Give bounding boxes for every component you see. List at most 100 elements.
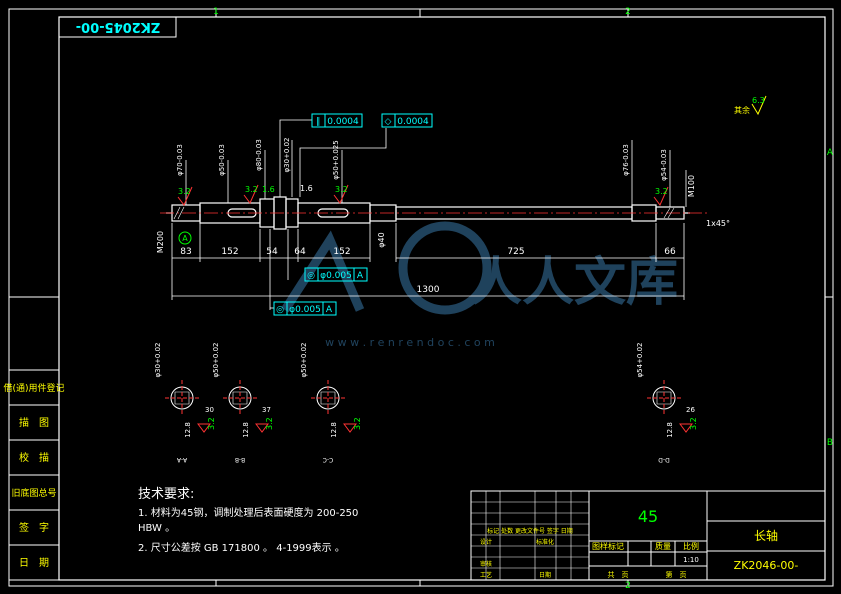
zone-2-label: 2 [625,7,631,17]
designer-label: 设计 [480,538,492,546]
ra-1: 3.2 [178,187,191,196]
left-registration-block: 借(通)用件登记 描 图 校 描 旧底图总号 签 字 日 期 [3,369,65,581]
ra-4: 3.2 [335,185,348,194]
revision-header: 标记 处数 更改文件号 签字 日期 [487,527,573,535]
watermark-url: w w w . r e n r e n d o c . c o m [325,336,495,349]
section-3-label: C-C [323,456,334,463]
drawing-number: ZK2046-00- [734,559,799,572]
date-label: 日期 [539,571,551,579]
tolerance-symbol-3: ◎ [307,271,315,281]
tolerance-symbol-2: ◇ [385,117,392,127]
datum-a-circle [178,231,192,245]
dia-40: φ40 [377,232,386,247]
roughness-marks [177,184,669,206]
tolerance-value-3: φ0.005 [320,271,352,281]
dim-66: 66 [664,247,676,257]
section-2-label: B-B [235,456,245,463]
left-thread: M200 [156,231,165,253]
section-view-2: φ50+0.02 37 12.8 3.2 B-B [212,343,274,463]
tolerance-symbol-4: ◎ [276,305,284,315]
dia-label-4: φ30+0.02 [283,138,291,173]
dim-1300: 1300 [417,285,440,295]
small-16: 1.6 [300,184,313,193]
inner-frame [58,16,826,581]
roughness-corner-value: 6.3 [752,96,765,105]
tolerance-datum-4: A [326,305,333,315]
left-block-label-1: 借(通)用件登记 [3,382,64,394]
section-3-dia: φ50+0.02 [300,343,308,378]
corner-roughness: 其余 6.3 [734,95,767,116]
watermark-text: 人人文库 [470,253,678,313]
dia-label-7: φ54-0.03 [660,149,668,181]
dia-label-5: φ50+0.025 [332,140,340,179]
zone-2-bottom-label: 2 [625,581,631,591]
roughness-prefix: 其余 [734,105,750,115]
sheet-total: 共 页 [608,570,629,579]
watermark: 人人文库 w w w . r e n r e n d o c . c o m [281,221,678,349]
section-1-width: 30 [205,406,214,414]
chamfer: 1x45° [706,219,730,228]
section-4-depth: 12.8 [666,422,674,438]
left-block-label-6: 日 期 [19,557,49,569]
tech-title: 技术要求: [138,487,194,502]
right-thread: M100 [687,175,696,197]
section-3-depth: 12.8 [330,422,338,438]
end-hatch [173,206,675,220]
section-3-ra: 3.2 [353,417,362,430]
tolerance-frame-1: ∥ 0.0004 [311,113,363,128]
tolerance-symbol-1: ∥ [316,117,321,127]
dim-64: 64 [294,247,306,257]
tolerance-frame-2: ◇ 0.0004 [381,113,433,128]
tolerance-frame-3: ◎ φ0.005 A [304,267,368,282]
zone-b-label: B [827,438,833,448]
zone-a-label: A [827,148,834,158]
dia-label-6: φ76-0.03 [622,144,630,176]
zone-1-label: 1 [213,7,219,17]
section-2-width: 37 [262,406,271,414]
tech-requirements: 技术要求: 1. 材料为45钢，调制处理后表面硬度为 200-250 HBW 。… [138,487,358,554]
section-4-dia: φ54+0.02 [636,343,644,378]
standard-label: 标准化 [536,538,554,546]
reviewer-label: 审核 [480,560,492,568]
section-1-dia: φ30+0.02 [154,343,162,378]
dim-54: 54 [266,247,278,257]
drawing-number-top: ZK2045-00- [76,19,161,34]
section-2-ra: 3.2 [265,417,274,430]
dim-725: 725 [507,247,524,257]
dia-label-2: φ50-0.03 [218,144,226,176]
ra-3: 1.6 [262,185,275,194]
stage-label: 图样标记 [592,541,624,551]
tech-line-1: 1. 材料为45钢，调制处理后表面硬度为 200-250 [138,506,358,519]
tech-line-1b: HBW 。 [138,523,175,534]
scale-value: 1:10 [683,556,699,564]
section-4-ra: 3.2 [689,417,698,430]
tech-line-2: 2. 尺寸公差按 GB 171800 。 4-1999表示 。 [138,541,345,554]
material: 45 [638,507,658,526]
scale-label: 比例 [683,541,699,551]
section-4-width: 26 [686,406,695,414]
ra-5: 3.2 [655,187,668,196]
left-block-label-4: 旧底图总号 [11,487,56,499]
left-block-label-2: 描 图 [19,416,49,429]
tolerance-frame-4: ◎ φ0.005 A [273,301,337,316]
dimension-lines [171,119,687,310]
weight-label: 质量 [655,541,671,551]
section-2-dia: φ50+0.02 [212,343,220,378]
section-4-label: D-D [658,456,670,463]
part-name: 长轴 [754,528,778,543]
process-label: 工艺 [480,571,492,579]
section-1-label: A-A [176,456,187,463]
section-view-4: φ54+0.02 26 12.8 3.2 D-D [636,343,698,463]
top-number-box [58,16,177,38]
section-view-1: φ30+0.02 30 12.8 3.2 A-A [154,343,216,463]
tolerance-datum-3: A [357,271,364,281]
section-1-depth: 12.8 [184,422,192,438]
dia-label-3: φ80-0.03 [255,139,263,171]
left-block-label-5: 签 字 [19,521,49,534]
ra-2: 3.2 [245,185,258,194]
datum-a-label: A [182,234,188,243]
sheet-no: 第 页 [666,570,687,579]
dia-label-1: φ70-0.03 [176,144,184,176]
dim-152-left: 152 [221,247,238,257]
